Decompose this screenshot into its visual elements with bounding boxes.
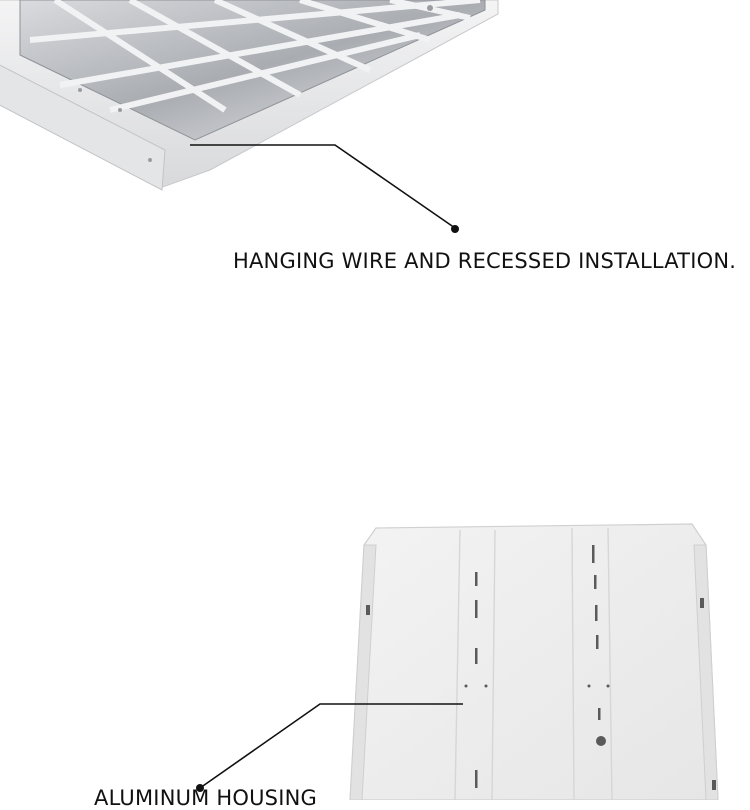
louver-fixture [0,0,550,235]
leader-dot-top [451,225,459,233]
housing-slots [366,545,716,790]
caption-hanging-installation: HANGING WIRE AND RECESSED INSTALLATION. [233,249,737,273]
housing-right-flange [693,544,719,800]
aluminum-housing [349,523,719,800]
leader-line-bottom [199,703,463,789]
frame-holes [78,5,433,162]
housing-body [349,523,719,800]
leader-line-top [190,144,456,229]
caption-aluminum-housing: ALUMINUM HOUSING [94,786,317,810]
housing-ribs [454,527,613,800]
leader-dot-bottom [196,784,204,792]
fixture-side-rail [0,64,166,191]
